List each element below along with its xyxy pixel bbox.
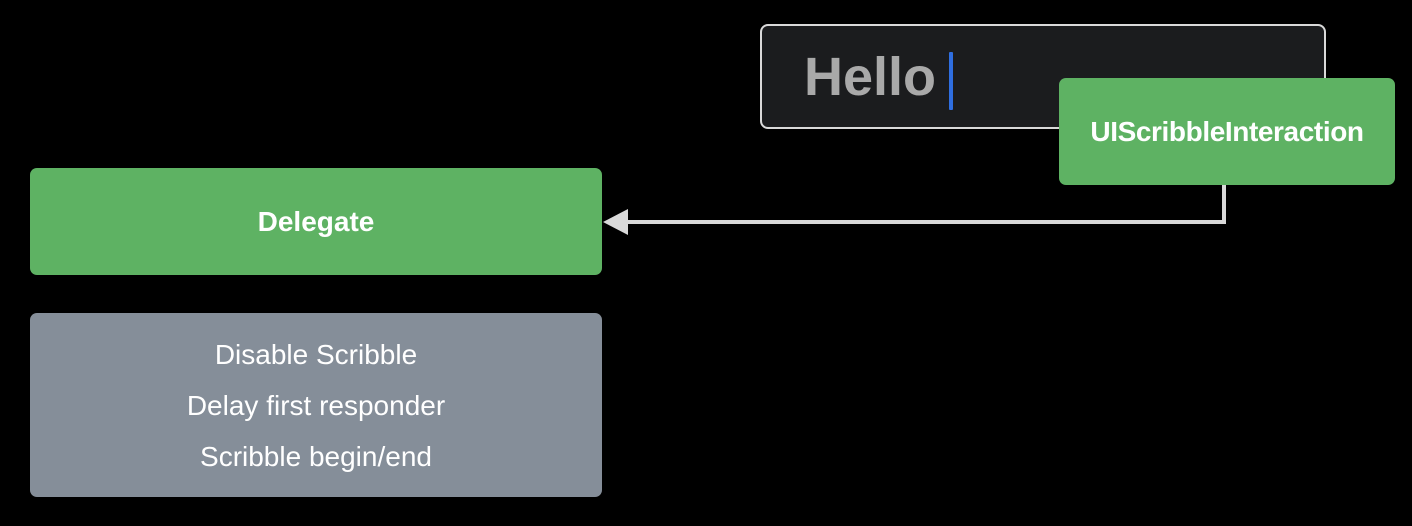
text-field-value: Hello [804,47,937,107]
connector-line [626,185,1226,224]
delegate-methods-box: Disable Scribble Delay first responder S… [30,313,602,497]
delegate-box: Delegate [30,168,602,275]
method-disable-scribble: Disable Scribble [214,338,418,370]
text-field[interactable]: Hello [760,24,1326,129]
scribble-interaction-box: UIScribbleInteraction [1059,78,1395,185]
method-scribble-begin-end: Scribble begin/end [200,440,432,472]
scribble-interaction-label: UIScribbleInteraction [1090,115,1364,147]
delegate-label: Delegate [257,205,375,237]
method-delay-first-responder: Delay first responder [186,389,446,421]
text-cursor [949,52,953,110]
arrowhead-icon [603,209,628,235]
